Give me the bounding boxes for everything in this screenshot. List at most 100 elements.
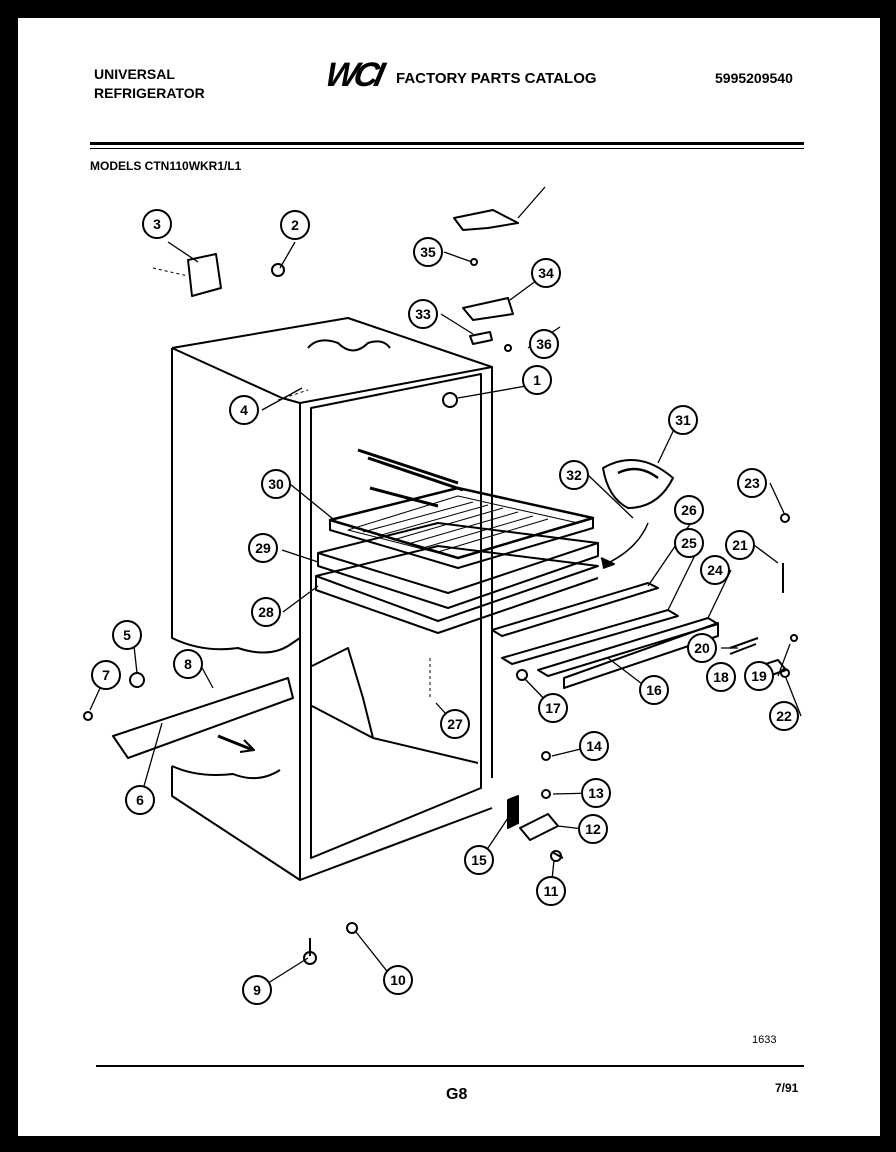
callout-number: 1 [533, 372, 541, 388]
callout-1: 1 [522, 365, 552, 395]
callout-circle [408, 299, 438, 329]
callout-11: 11 [536, 876, 566, 906]
callout-circle [674, 495, 704, 525]
callout-number: 13 [588, 785, 604, 801]
callout-circle [538, 693, 568, 723]
callout-20: 20 [687, 633, 717, 663]
callout-circle [112, 620, 142, 650]
callout-number: 32 [566, 467, 582, 483]
cabinet-shell [171, 317, 493, 881]
callout-4: 4 [229, 395, 259, 425]
callout-circle [668, 405, 698, 435]
callout-28: 28 [251, 597, 281, 627]
callout-19: 19 [744, 661, 774, 691]
callout-circle [578, 814, 608, 844]
callout-number: 17 [545, 700, 561, 716]
callout-circle [706, 662, 736, 692]
models-label: MODELS CTN110WKR1/L1 [90, 159, 242, 173]
callout-2: 2 [280, 210, 310, 240]
callout-circle [531, 258, 561, 288]
callout-circle [91, 660, 121, 690]
callout-number: 11 [544, 883, 559, 899]
callout-circle [737, 468, 767, 498]
callout-circle [142, 209, 172, 239]
callout-24: 24 [700, 555, 730, 585]
callout-number: 9 [253, 982, 261, 998]
rail-assembly [491, 582, 719, 689]
footer-rule [96, 1065, 804, 1067]
callout-18: 18 [706, 662, 736, 692]
callout-number: 6 [136, 792, 144, 808]
callout-circle [725, 530, 755, 560]
callout-12: 12 [578, 814, 608, 844]
callout-number: 19 [751, 668, 767, 684]
exploded-parts-diagram: 1234567891011121314151617181920212223242… [83, 186, 802, 1005]
callout-number: 2 [291, 217, 299, 233]
callout-34: 34 [531, 258, 561, 288]
callout-circle [536, 876, 566, 906]
small-parts [83, 209, 798, 965]
callout-circle [251, 597, 281, 627]
shelf-assembly [315, 448, 599, 634]
callout-25: 25 [674, 528, 704, 558]
callout-number: 33 [415, 306, 431, 322]
callout-36: 36 [529, 329, 559, 359]
callout-27: 27 [440, 709, 470, 739]
header-rule-thin [90, 148, 804, 149]
callout-number: 35 [420, 244, 436, 260]
callout-29: 29 [248, 533, 278, 563]
callout-13: 13 [581, 778, 611, 808]
callout-number: 4 [240, 402, 248, 418]
callout-number: 25 [681, 535, 697, 551]
callout-7: 7 [91, 660, 121, 690]
brand-line-1: UNIVERSAL [94, 66, 175, 82]
callout-35: 35 [413, 237, 443, 267]
catalog-title: FACTORY PARTS CATALOG [396, 70, 597, 87]
callout-number: 14 [586, 738, 602, 754]
callout-number: 18 [713, 669, 729, 685]
callout-number: 21 [732, 537, 748, 553]
callout-21: 21 [725, 530, 755, 560]
callout-number: 23 [744, 475, 760, 491]
callout-circle [173, 649, 203, 679]
revision-date: 7/91 [775, 1081, 799, 1095]
callout-circle [639, 675, 669, 705]
callout-9: 9 [242, 975, 272, 1005]
callout-number: 10 [390, 972, 406, 988]
callout-number: 12 [585, 821, 601, 837]
callout-17: 17 [538, 693, 568, 723]
callout-circle [125, 785, 155, 815]
callout-circle [248, 533, 278, 563]
callout-22: 22 [769, 701, 799, 731]
callout-10: 10 [383, 965, 413, 995]
callout-number: 20 [694, 640, 710, 656]
callout-8: 8 [173, 649, 203, 679]
page-code: G8 [446, 1086, 468, 1103]
callout-circle [559, 460, 589, 490]
callout-15: 15 [464, 845, 494, 875]
callout-circle [440, 709, 470, 739]
callout-31: 31 [668, 405, 698, 435]
callout-number: 26 [681, 502, 697, 518]
callout-circle [261, 469, 291, 499]
callout-23: 23 [737, 468, 767, 498]
callout-circle [769, 701, 799, 731]
callout-number: 27 [447, 716, 463, 732]
callout-circle [280, 210, 310, 240]
callout-number: 34 [538, 265, 554, 281]
callout-circle [579, 731, 609, 761]
callout-number: 31 [675, 412, 691, 428]
callout-circle [383, 965, 413, 995]
callout-number: 8 [184, 656, 192, 672]
callout-circle [581, 778, 611, 808]
callout-number: 30 [268, 476, 284, 492]
callout-number: 15 [471, 852, 487, 868]
callout-16: 16 [639, 675, 669, 705]
callout-circle [687, 633, 717, 663]
callout-30: 30 [261, 469, 291, 499]
drawing-number: 1633 [752, 1034, 777, 1046]
callout-circle [413, 237, 443, 267]
callout-number: 5 [123, 627, 131, 643]
